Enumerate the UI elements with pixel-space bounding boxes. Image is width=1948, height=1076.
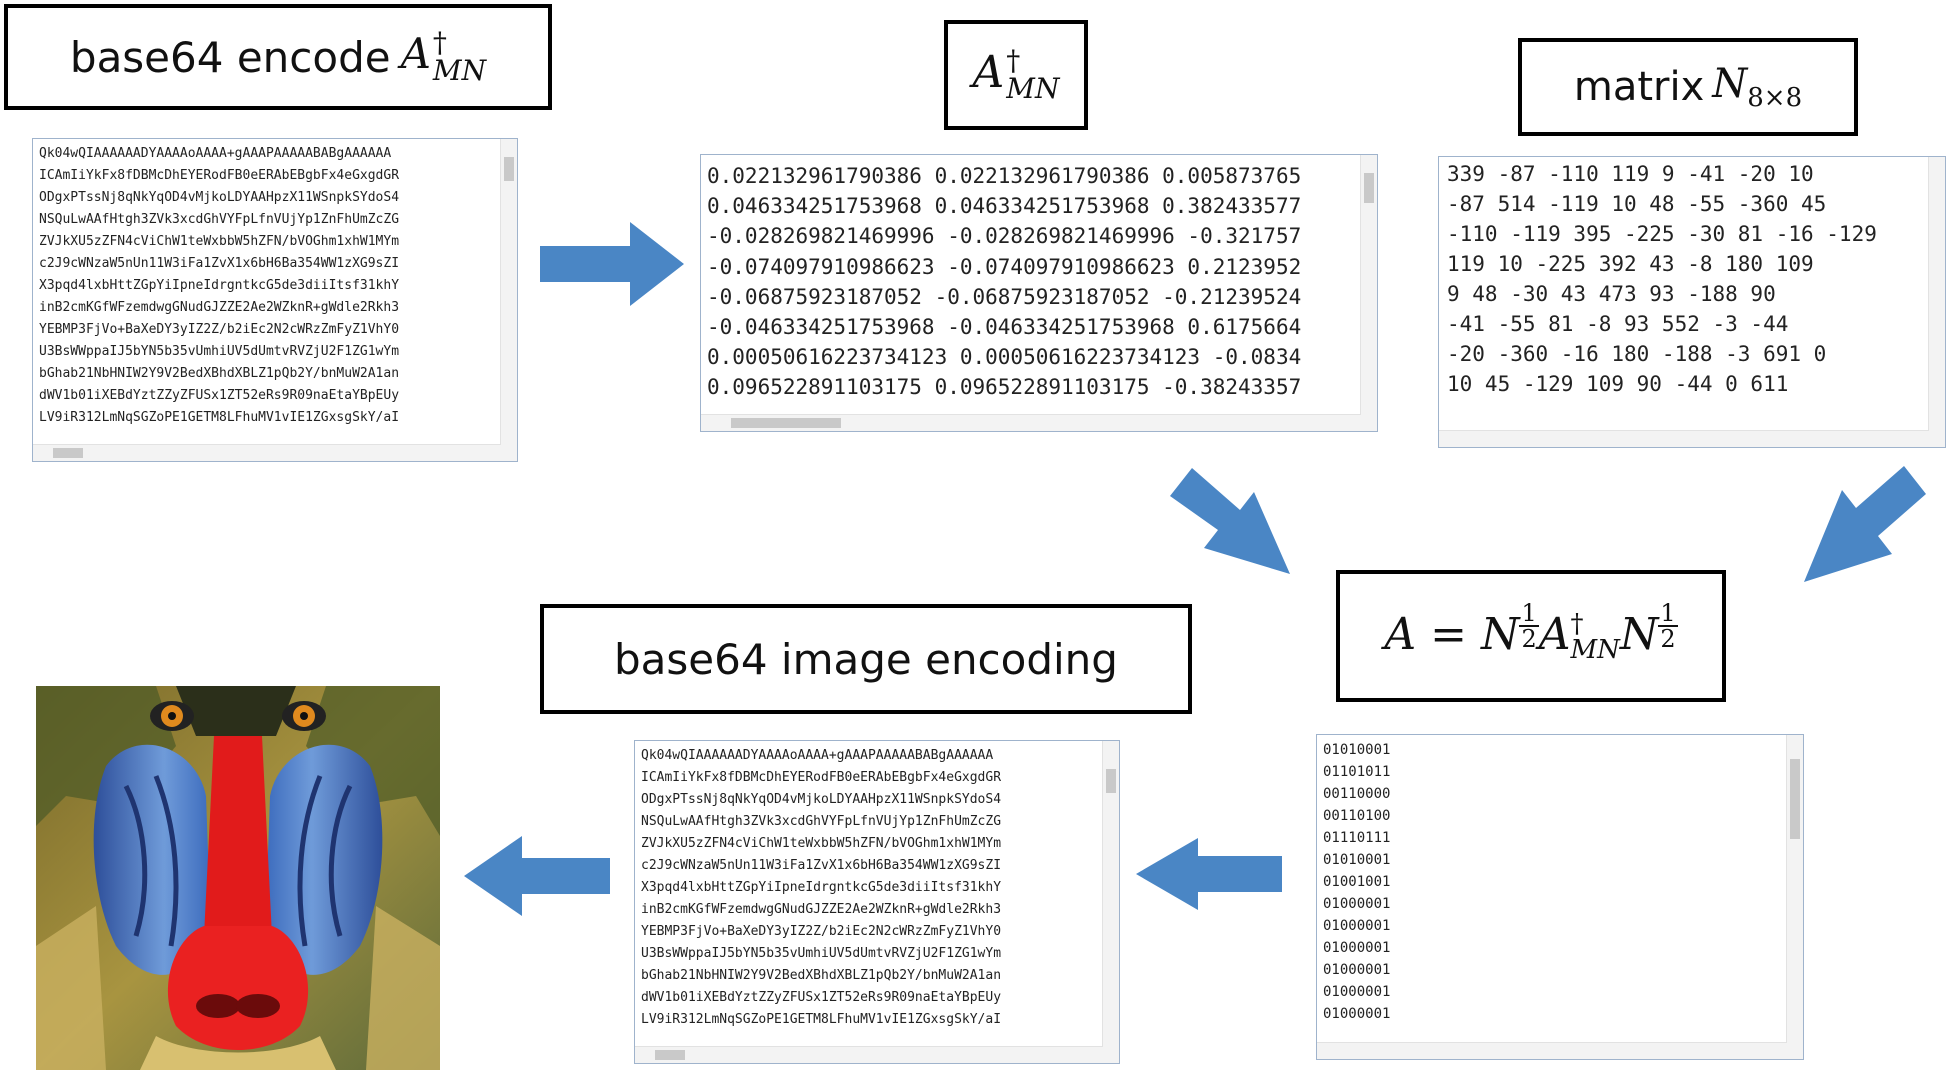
encode-label-text: base64 encode [69,32,391,82]
vertical-scrollbar[interactable] [1102,741,1119,1047]
formula-num1: 1 [1519,598,1539,627]
horizontal-scrollbar[interactable] [701,414,1361,431]
encode-math: A†MN [401,29,487,85]
binary-textarea[interactable]: 01010001 01101011 00110000 00110100 0111… [1316,734,1804,1060]
arrow-down-left-icon [1804,466,1926,582]
arrow-left-icon [1136,838,1282,910]
amn-values-content: 0.022132961790386 0.022132961790386 0.00… [707,164,1302,400]
vertical-scrollbar[interactable] [1928,157,1945,431]
base64-encode-textarea[interactable]: Qk04wQIAAAAAADYAAAAoAAAA+gAAAPAAAAABABgA… [32,138,518,462]
formula-a-sub: MN [1570,635,1620,666]
horizontal-scrollbar[interactable] [635,1046,1103,1063]
encode-sup: † [432,26,447,59]
vertical-scrollbar[interactable] [1360,155,1377,415]
arrow-down-right-icon [1170,468,1290,574]
base64-image-encoding-label: base64 image encoding [540,604,1192,714]
amn-label: A†MN [944,20,1088,130]
amn-sub: MN [1006,72,1060,106]
base64-encode-content: Qk04wQIAAAAAADYAAAAoAAAA+gAAAPAAAAABABgA… [39,146,400,425]
arrow-right-icon [540,222,684,306]
matrix-label: matrix N8×8 [1518,38,1858,136]
binary-content: 01010001 01101011 00110000 00110100 0111… [1323,742,1391,1022]
base64-image-content: Qk04wQIAAAAAADYAAAAoAAAA+gAAAPAAAAABABgA… [641,748,1002,1027]
base64-encode-label: base64 encode A†MN [4,4,552,110]
horizontal-scrollbar[interactable] [33,444,501,461]
vertical-scrollbar[interactable] [1786,735,1803,1043]
formula-num2: 1 [1658,598,1678,627]
arrow-left-icon [464,836,610,916]
amn-math: A†MN [973,47,1060,104]
formula-n2: N [1619,608,1659,660]
formula-a-sup: † [1570,609,1584,640]
formula-eq: = [1416,608,1481,660]
mandrill-image [36,686,440,1070]
matrix-label-text: matrix [1573,64,1705,110]
formula-a: A [1538,608,1571,660]
formula-den2: 2 [1660,624,1676,653]
formula-lhs: A [1384,608,1417,660]
encode-var: A [400,29,431,78]
horizontal-scrollbar[interactable] [1317,1042,1787,1059]
formula-n1: N [1480,608,1520,660]
amn-sup: † [1006,44,1021,78]
formula-den1: 2 [1521,624,1537,653]
matrix-content: 339 -87 -110 119 9 -41 -20 10 -87 514 -1… [1447,162,1877,396]
matrix-var: N [1712,61,1748,107]
matrix-sub: 8×8 [1747,83,1803,113]
image-encoding-text: base64 image encoding [614,634,1118,684]
encode-sub: MN [432,54,487,87]
amn-var: A [972,46,1005,98]
matrix-math: N8×8 [1712,61,1802,113]
amn-values-textarea[interactable]: 0.022132961790386 0.022132961790386 0.00… [700,154,1378,432]
matrix-textarea[interactable]: 339 -87 -110 119 9 -41 -20 10 -87 514 -1… [1438,156,1946,448]
horizontal-scrollbar[interactable] [1439,430,1929,447]
vertical-scrollbar[interactable] [500,139,517,445]
base64-image-textarea[interactable]: Qk04wQIAAAAAADYAAAAoAAAA+gAAAPAAAAABABgA… [634,740,1120,1064]
